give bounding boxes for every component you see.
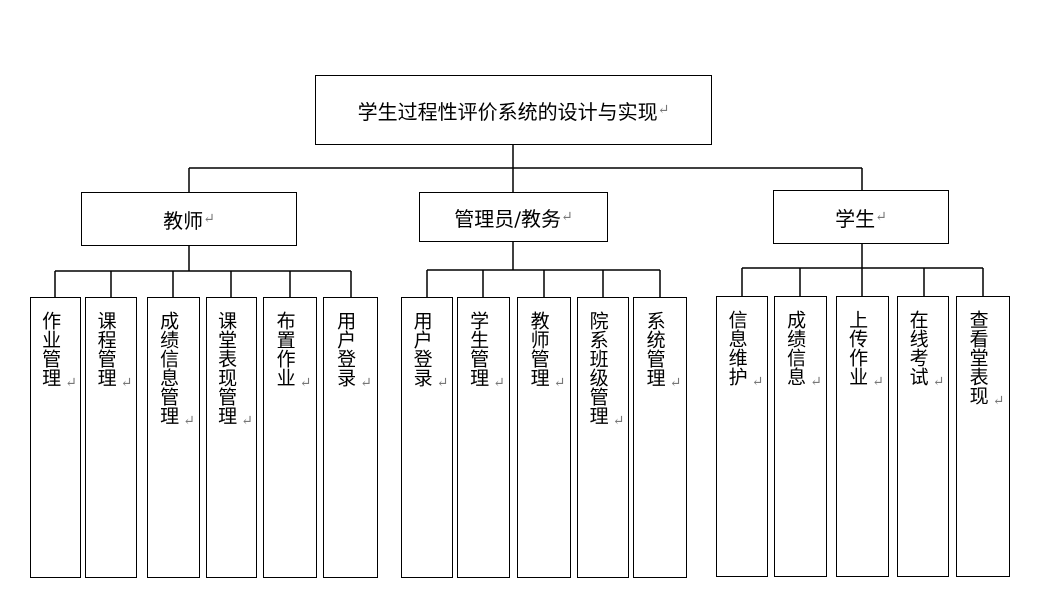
return-mark: ↵: [669, 375, 682, 391]
leaf-label: 上传作业: [846, 310, 869, 386]
group-node-teacher: 教师↵: [81, 192, 297, 246]
leaf-node: 布置作业↵: [263, 297, 317, 578]
leaf-node: 查看堂表现↵: [956, 296, 1010, 577]
return-mark: ↵: [875, 209, 887, 225]
leaf-label: 作业管理: [39, 311, 62, 387]
leaf-node: 上传作业↵: [836, 296, 889, 577]
return-mark: ↵: [203, 211, 215, 227]
leaf-node: 课堂表现管理↵: [206, 297, 257, 578]
group-label: 学生: [835, 206, 876, 231]
return-mark: ↵: [120, 375, 133, 391]
return-mark: ↵: [751, 374, 764, 390]
return-mark: ↵: [657, 102, 670, 118]
return-mark: ↵: [932, 374, 945, 390]
leaf-node: 成绩信息↵: [774, 296, 827, 577]
return-mark: ↵: [360, 375, 372, 391]
leaf-label: 用户登录: [410, 311, 433, 387]
return-mark: ↵: [561, 209, 573, 225]
return-mark: ↵: [612, 413, 625, 429]
leaf-node: 成绩信息管理↵: [147, 297, 200, 578]
return-mark: ↵: [183, 413, 195, 429]
leaf-label: 成绩信息: [784, 310, 807, 386]
return-mark: ↵: [493, 375, 505, 391]
root-label: 学生过程性评价系统的设计与实现: [357, 99, 658, 124]
leaf-node: 教师管理↵: [517, 297, 571, 578]
leaf-label: 信息维护: [725, 310, 748, 386]
return-mark: ↵: [810, 374, 822, 390]
leaf-node: 用户登录↵: [323, 297, 378, 578]
return-mark: ↵: [241, 413, 253, 429]
root-node: 学生过程性评价系统的设计与实现↵: [315, 75, 712, 145]
leaf-label: 课堂表现管理: [215, 311, 238, 425]
leaf-label: 系统管理: [643, 311, 666, 387]
leaf-node: 学生管理↵: [457, 297, 510, 578]
leaf-node: 院系班级管理↵: [577, 297, 629, 578]
leaf-node: 作业管理↵: [30, 297, 81, 578]
leaf-node: 系统管理↵: [633, 297, 687, 578]
leaf-label: 课程管理: [94, 311, 117, 387]
return-mark: ↵: [553, 375, 566, 391]
return-mark: ↵: [872, 374, 884, 390]
group-node-student: 学生↵: [773, 190, 949, 244]
group-node-admin: 管理员/教务↵: [419, 192, 608, 242]
leaf-node: 用户登录↵: [401, 297, 453, 578]
leaf-label: 用户登录: [334, 311, 357, 387]
return-mark: ↵: [992, 393, 1005, 409]
leaf-node: 课程管理↵: [85, 297, 137, 578]
leaf-label: 成绩信息管理: [157, 311, 180, 425]
group-label: 教师: [163, 208, 204, 233]
group-label: 管理员/教务: [454, 206, 561, 231]
leaf-label: 布置作业: [273, 311, 296, 387]
leaf-node: 在线考试↵: [897, 296, 949, 577]
leaf-label: 在线考试: [906, 310, 929, 386]
leaf-label: 查看堂表现: [966, 310, 989, 405]
leaf-label: 教师管理: [527, 311, 550, 387]
return-mark: ↵: [436, 375, 449, 391]
leaf-label: 院系班级管理: [586, 311, 609, 425]
leaf-node: 信息维护↵: [716, 296, 768, 577]
leaf-label: 学生管理: [467, 311, 490, 387]
return-mark: ↵: [65, 375, 77, 391]
return-mark: ↵: [299, 375, 312, 391]
